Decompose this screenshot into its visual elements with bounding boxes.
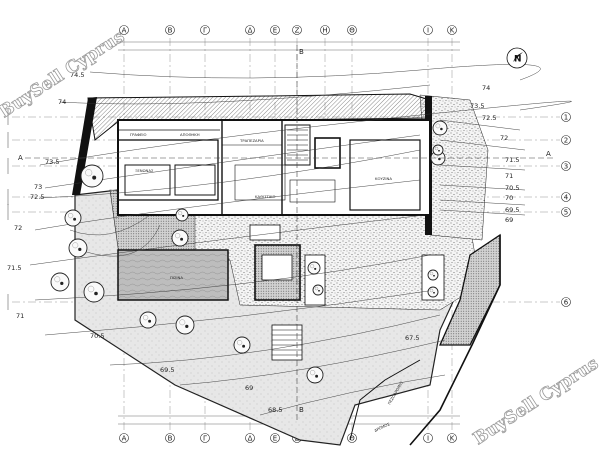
contour-label: 73.5: [45, 158, 59, 166]
contour-label: 69.5: [505, 206, 519, 214]
north-arrow-label: N: [514, 55, 522, 65]
north-arrow: N: [506, 47, 528, 69]
tree-symbol: [306, 366, 324, 384]
grid-row-label: 5: [564, 209, 568, 217]
grid-row-label: 4: [564, 194, 569, 202]
room-label-store: ΑΠΟΘΗΚΗ: [180, 132, 200, 137]
contour-label: 72.5: [482, 114, 496, 122]
contour-label: 70.5: [505, 184, 519, 192]
grid-column-label-bottom: B: [168, 435, 173, 443]
grid-column-label-bottom: I: [427, 435, 429, 443]
contour-labels: 74.5 74 73.5 73 72.5 72 71.5 71 70.5 69.…: [7, 71, 519, 414]
tree-symbol: [432, 120, 448, 136]
grid-column-label-top: E: [273, 27, 277, 35]
tree-symbol: [175, 208, 189, 222]
section-marker-b-top: B: [299, 48, 304, 56]
contour-label: 72: [500, 134, 508, 142]
grid-column-label-bottom: Γ: [203, 435, 207, 443]
contour-label: 74: [482, 84, 490, 92]
contour-label: 74: [58, 98, 66, 106]
tree-symbol: [139, 311, 157, 329]
grid-column-label-bottom: Θ: [349, 435, 355, 443]
house: [117, 119, 431, 216]
trees: [50, 120, 448, 384]
grid-column-label-bottom: A: [122, 435, 127, 443]
tree-symbol: [312, 284, 324, 296]
grid-column-label-bottom: E: [273, 435, 277, 443]
contour-label: 71.5: [505, 156, 519, 164]
tree-symbol: [307, 261, 321, 275]
pool: [117, 249, 229, 301]
section-marker-a-right: A: [546, 150, 551, 158]
house-footprint: [117, 119, 431, 216]
grid-row-label: 1: [564, 114, 568, 122]
grid-column-label-top: K: [450, 27, 455, 35]
tree-symbol: [432, 144, 444, 156]
tree-symbol: [68, 238, 88, 258]
contour-label: 72: [14, 224, 22, 232]
room-label-living: ΚΑΘΙΣΤΙΚΟ: [255, 194, 276, 199]
section-marker-a-left: A: [18, 154, 23, 162]
contour-label: 73: [34, 183, 42, 191]
contour-label: 67.5: [405, 334, 419, 342]
contour-label: 70: [505, 194, 513, 202]
contour-label: 69: [505, 216, 513, 224]
room-label-dining: ΤΡΑΠΕΖΑΡΙΑ: [239, 138, 264, 143]
grid-column-label-top: B: [168, 27, 173, 35]
grid-column-label-top: Γ: [203, 27, 207, 35]
tree-symbol: [427, 286, 439, 298]
grid-column-label-top: Δ: [248, 27, 253, 35]
contour-label: 69: [245, 384, 253, 392]
grid-column-label-bottom: Δ: [248, 435, 253, 443]
contour-label: 72.5: [30, 193, 44, 201]
grid-row-label: 2: [564, 137, 568, 145]
tree-symbol: [64, 209, 82, 227]
wall-west: [72, 97, 97, 195]
contour-label: 73.5: [470, 102, 484, 110]
grid-column-label-bottom: K: [450, 435, 455, 443]
contour-label: 70.5: [90, 332, 104, 340]
grid-row-label: 6: [564, 299, 569, 307]
contour-label: 71: [16, 312, 24, 320]
contour-label: 74.5: [70, 71, 84, 79]
road-label-street: ΔΡΟΜΟΣ: [373, 421, 391, 433]
tree-symbol: [427, 269, 439, 281]
tree-symbol: [50, 272, 70, 292]
tree-symbol: [171, 229, 189, 247]
tree-symbol: [233, 336, 251, 354]
tree-symbol: [175, 315, 195, 335]
room-label-office: ΓΡΑΦΕΙΟ: [130, 132, 147, 137]
room-label-guest: ΞΕΝΩΝΑΣ: [135, 168, 154, 173]
section-marker-b-bottom: B: [299, 406, 304, 414]
section-lines: [25, 45, 555, 420]
pool-label: ΠΙΣΙΝΑ: [170, 275, 183, 280]
grid-column-label-top: A: [122, 27, 127, 35]
contour-label: 71: [505, 172, 513, 180]
grid-row-label: 3: [564, 163, 568, 171]
grid-column-label-top: Θ: [349, 27, 355, 35]
grid-column-label-top: H: [322, 27, 327, 35]
grid-column-label-top: Z: [295, 27, 300, 35]
contour-label: 71.5: [7, 264, 21, 272]
contour-label: 69.5: [160, 366, 174, 374]
contour-label: 68.5: [268, 406, 282, 414]
grid-column-label-top: I: [427, 27, 429, 35]
tree-symbol: [83, 281, 105, 303]
room-label-kitchen: ΚΟΥΖΙΝΑ: [375, 176, 392, 181]
tree-symbol: [80, 164, 104, 188]
